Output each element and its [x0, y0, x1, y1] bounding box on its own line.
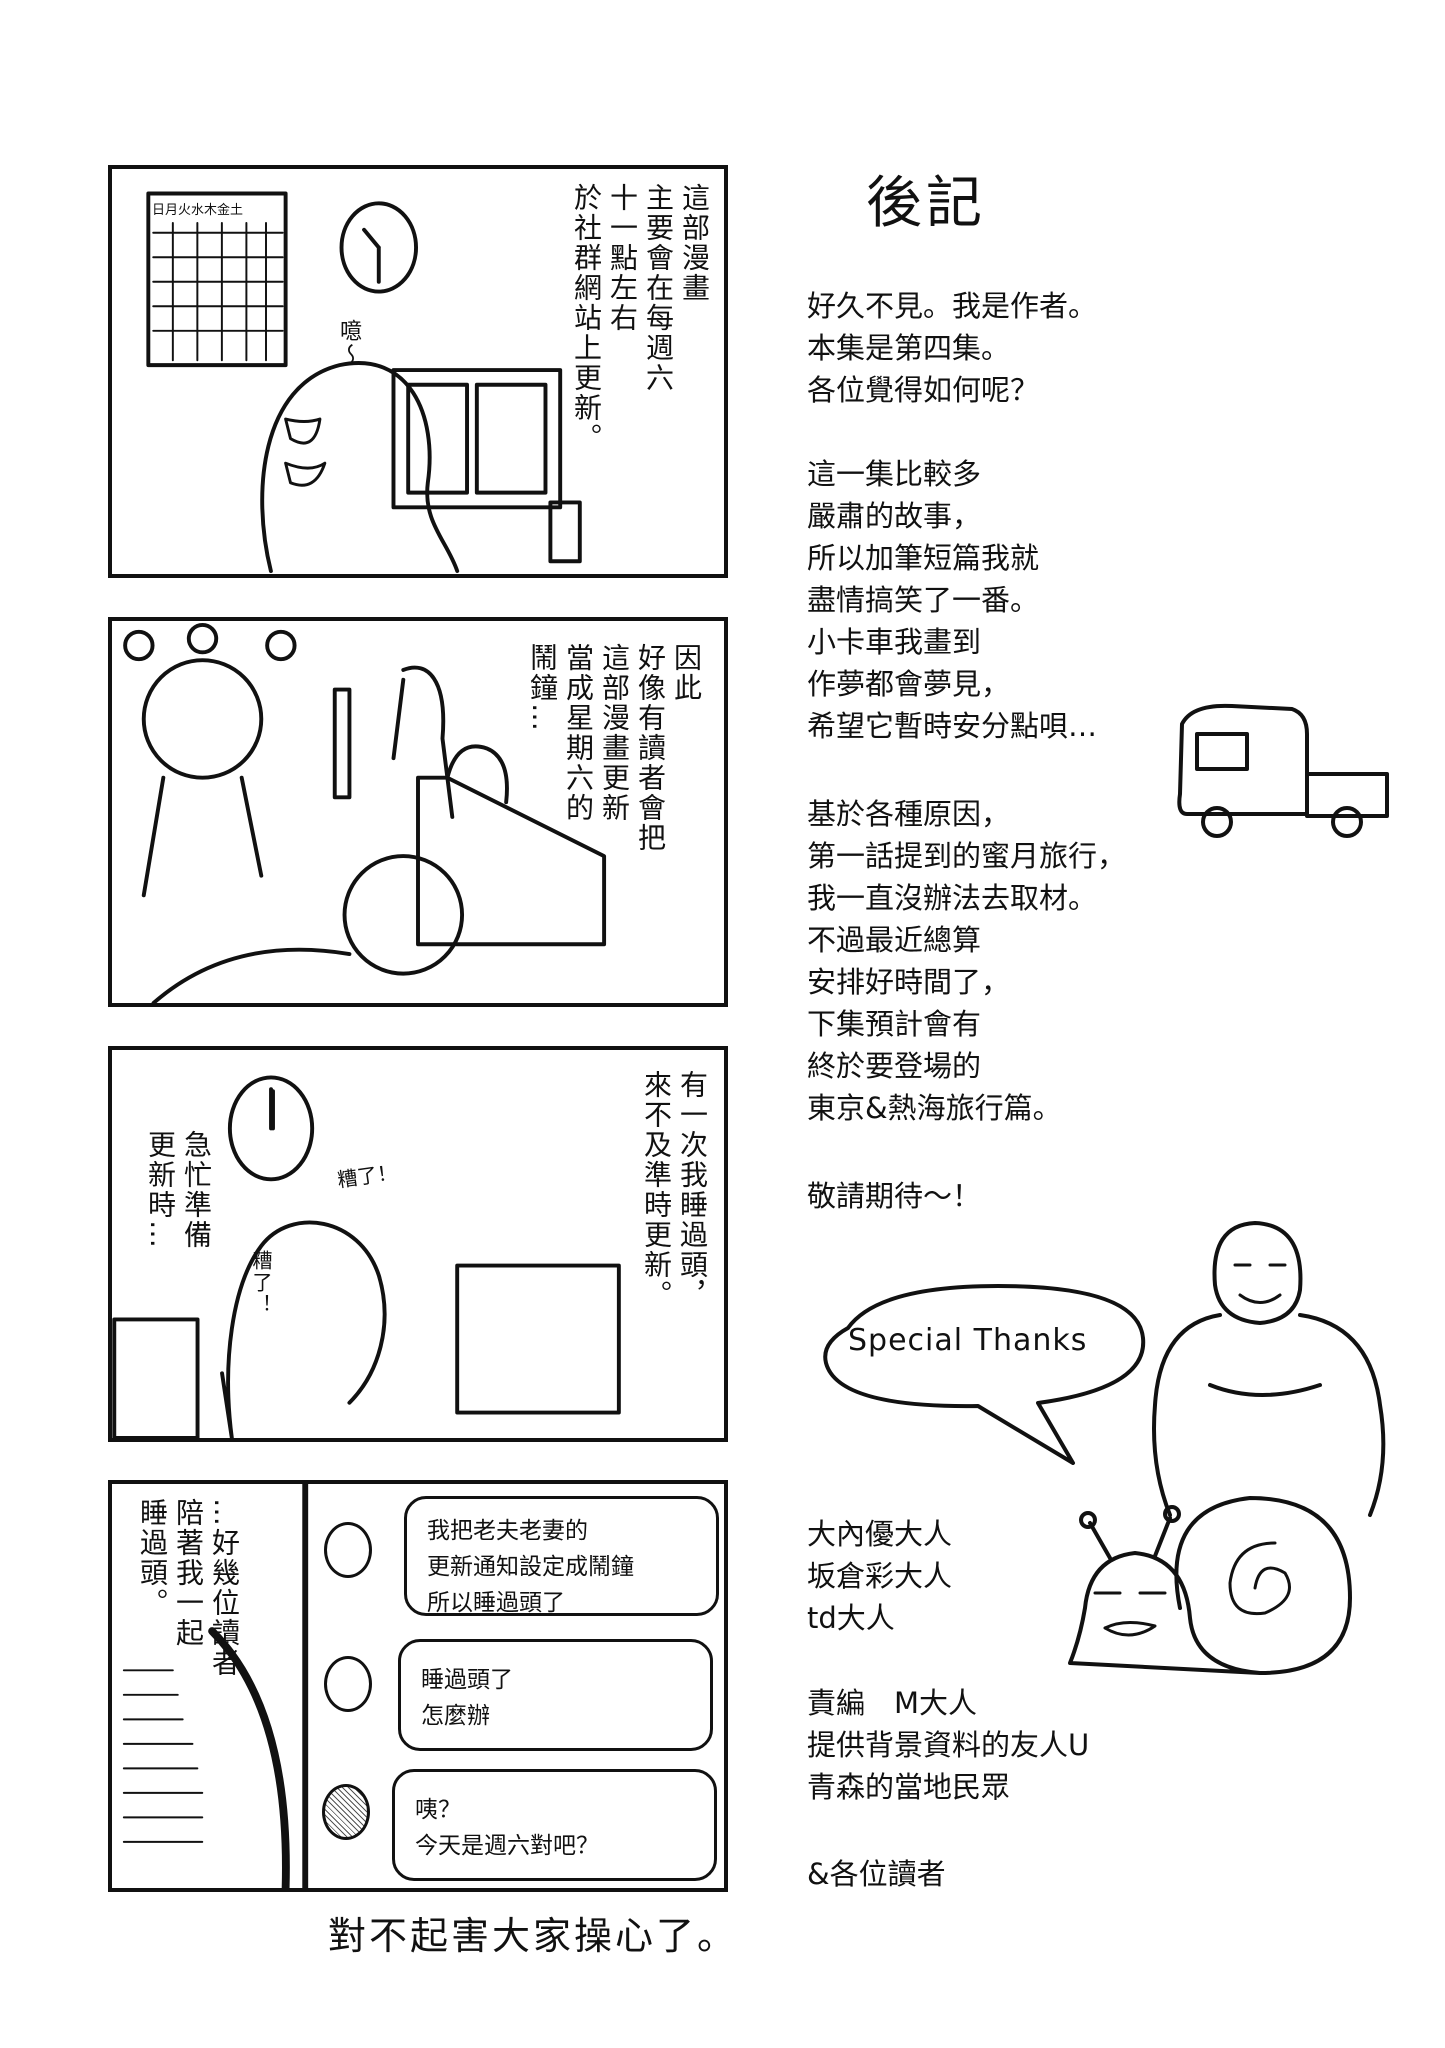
panel-3-sfx-2: 糟了！: [249, 1250, 273, 1316]
special-thanks-label: Special Thanks: [848, 1323, 1088, 1358]
chat-bubble-2: 睡過頭了 怎麼辦: [398, 1639, 713, 1751]
wall-clock-drawing: [227, 1075, 315, 1182]
credit-line: 責編 M大人: [807, 1686, 978, 1720]
credits-group-3: &各位讀者: [807, 1853, 946, 1895]
text-line: 敬請期待～！: [807, 1179, 982, 1213]
panel-3-narration-right: 有一次我睡過頭， 來不及準時更新。: [640, 1070, 709, 1310]
character-head-drawing: [208, 1627, 290, 1888]
panel-1-narration: 這部漫畫 主要會在每週六 十一點左右 於社群網站上更新。: [570, 183, 711, 453]
person-drawing: [260, 361, 460, 574]
text-line: 嚴肅的故事，: [807, 499, 982, 533]
laptop-drawing: [455, 1263, 621, 1415]
credit-line: &各位讀者: [807, 1857, 946, 1891]
afterword-paragraph-4: 敬請期待～！: [807, 1175, 981, 1217]
text-line: 本集是第四集。: [807, 331, 1011, 365]
panel-4-illustration: [122, 1484, 309, 1888]
panicked-person-drawing: [220, 1220, 387, 1438]
afterword-paragraph-1: 好久不見。我是作者。 本集是第四集。 各位覺得如何呢？: [807, 285, 1097, 411]
bookshelf-drawing: [112, 1317, 200, 1438]
muscle-man-drawing: [1152, 1221, 1386, 1517]
text-line: 我一直沒辦法去取材。: [807, 881, 1098, 915]
text-line: 東京&熱海旅行篇。: [807, 1091, 1062, 1125]
text-line: 基於各種原因，: [807, 797, 1011, 831]
panel-4-narration: …好幾位讀者 陪著我一起 睡過頭。: [136, 1498, 241, 1678]
speech-bubble-drawing: [823, 1284, 1146, 1465]
afterword-title: 後記: [866, 171, 986, 236]
text-line: 安排好時間了，: [807, 965, 1011, 999]
text-line: 各位覺得如何呢？: [807, 373, 1040, 407]
wall-clock-drawing: [339, 201, 418, 294]
chat-line: 所以睡過頭了: [427, 1590, 565, 1616]
sleeping-person-drawing: [342, 854, 465, 976]
credit-line: 大內優大人: [807, 1517, 953, 1551]
credits-group-1: 大內優大人 坂倉彩大人 td大人: [807, 1513, 952, 1639]
pen-cup-drawing: [548, 500, 582, 564]
comic-panel-2: 因此 好像有讀者會把 這部漫畫更新 當成星期六的 鬧鐘…: [108, 617, 728, 1007]
chat-line: 咦？: [415, 1797, 461, 1823]
small-truck-drawing: [1177, 703, 1389, 838]
girl-on-train-drawing: [141, 658, 264, 780]
comic-panel-4: …好幾位讀者 陪著我一起 睡過頭。 我把老夫老妻的 更新通知設定成鬧鐘 所以睡過…: [108, 1480, 728, 1892]
afterword-paragraph-2: 這一集比較多 嚴肅的故事， 所以加筆短篇我就 盡情搞笑了一番。 小卡車我畫到 作…: [807, 453, 1097, 747]
text-line: 第一話提到的蜜月旅行，: [807, 839, 1127, 873]
text-line: 下集預計會有: [807, 1007, 982, 1041]
desk-clock-drawing: [445, 744, 509, 805]
office-worker-drawing: [391, 665, 455, 819]
text-line: 希望它暫時安分點唄…: [807, 709, 1098, 743]
panel-3-illustration: [112, 1075, 621, 1438]
text-line: 所以加筆短篇我就: [807, 541, 1040, 575]
calendar-weekdays: 日月火水木金土: [152, 203, 244, 218]
text-line: 這一集比較多: [807, 457, 982, 491]
afterword-paragraph-3: 基於各種原因， 第一話提到的蜜月旅行， 我一直沒辦法去取材。 不過最近總算 安排…: [807, 793, 1126, 1129]
panel-3-narration-left: 急忙準備 更新時…: [144, 1130, 213, 1250]
credit-line: 青森的當地民眾: [807, 1770, 1011, 1804]
panel-2-illustration: [123, 622, 607, 1003]
text-line: 盡情搞笑了一番。: [807, 583, 1040, 617]
bed-headboard-drawing: [416, 775, 607, 947]
panel-1-sfx: 噫～: [336, 319, 361, 367]
text-line: 小卡車我畫到: [807, 625, 982, 659]
apology-caption: 對不起害大家操心了。: [328, 1914, 739, 1958]
calendar-drawing: [146, 191, 288, 368]
credit-line: 提供背景資料的友人U: [807, 1728, 1090, 1762]
panel-1-illustration: [146, 191, 582, 574]
snail-drawing: [1068, 1496, 1352, 1675]
chat-bubble-3: 咦？ 今天是週六對吧？: [392, 1769, 717, 1881]
text-line: 作夢都會夢見，: [807, 667, 1011, 701]
credit-line: 坂倉彩大人: [807, 1559, 953, 1593]
text-line: 好久不見。我是作者。: [807, 289, 1098, 323]
credit-line: td大人: [807, 1601, 895, 1635]
dog-icon: [324, 1656, 372, 1712]
panel-2-narration: 因此 好像有讀者會把 這部漫畫更新 當成星期六的 鬧鐘…: [526, 643, 703, 853]
chat-bubble-1: 我把老夫老妻的 更新通知設定成鬧鐘 所以睡過頭了: [404, 1496, 719, 1616]
chat-line: 我把老夫老妻的: [427, 1518, 588, 1544]
chat-line: 睡過頭了: [421, 1667, 513, 1693]
comic-panel-3: 有一次我睡過頭， 來不及準時更新。 急忙準備 更新時… 糟了！ 糟了！: [108, 1046, 728, 1442]
chat-line: 今天是週六對吧？: [415, 1833, 599, 1859]
apple-icon: [324, 1522, 372, 1578]
text-line: 不過最近總算: [807, 923, 982, 957]
monitor-drawing: [391, 368, 563, 510]
text-line: 終於要登場的: [807, 1049, 982, 1083]
credits-group-2: 責編 M大人 提供背景資料的友人U 青森的當地民眾: [807, 1682, 1089, 1808]
chat-line: 怎麼辦: [421, 1703, 490, 1729]
comic-panel-1: 這部漫畫 主要會在每週六 十一點左右 於社群網站上更新。 噫～ 日月火水木金土: [108, 165, 728, 578]
egg-icon: [322, 1784, 370, 1840]
chat-line: 更新通知設定成鬧鐘: [427, 1554, 634, 1580]
